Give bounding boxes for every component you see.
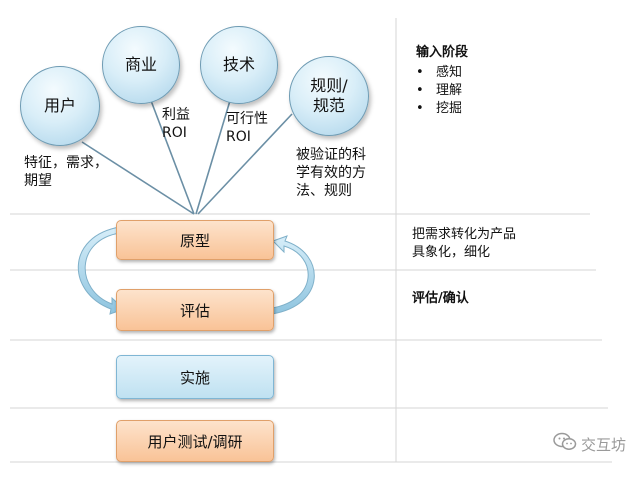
loop-arrow-right: [271, 235, 315, 315]
productize-note: 把需求转化为产品 具象化，细化: [412, 227, 517, 260]
note-tech: 可行性 ROI: [226, 111, 268, 145]
grid-lines: [10, 18, 612, 463]
brand-watermark: 交互坊: [553, 432, 626, 456]
wechat-icon: [553, 432, 577, 456]
input-item: •感知: [416, 65, 463, 80]
box-implement: 实施: [116, 355, 274, 399]
circle-tech: 技术: [200, 26, 278, 104]
note-rules: 被验证的科 学有效的方 法、规则: [296, 147, 366, 199]
loop-arrow-left: [77, 226, 125, 315]
input-item: •理解: [416, 83, 463, 98]
brand-name: 交互坊: [580, 435, 626, 454]
evaluate-note: 评估/确认: [412, 291, 469, 306]
circle-user: 用户: [20, 66, 100, 146]
note-business: 利益 ROI: [162, 107, 190, 141]
circle-rules: 规则/ 规范: [289, 56, 369, 136]
connector-lines: [81, 93, 293, 215]
note-user: 特征，需求， 期望: [24, 155, 108, 189]
input-stage-list: •感知 •理解 •挖掘: [416, 64, 462, 118]
box-prototype: 原型: [116, 220, 274, 260]
circle-business: 商业: [102, 26, 180, 104]
input-item: •挖掘: [416, 101, 463, 116]
box-user-test: 用户测试/调研: [116, 420, 274, 462]
input-stage-title: 输入阶段: [416, 45, 469, 60]
box-evaluate: 评估: [116, 289, 274, 331]
